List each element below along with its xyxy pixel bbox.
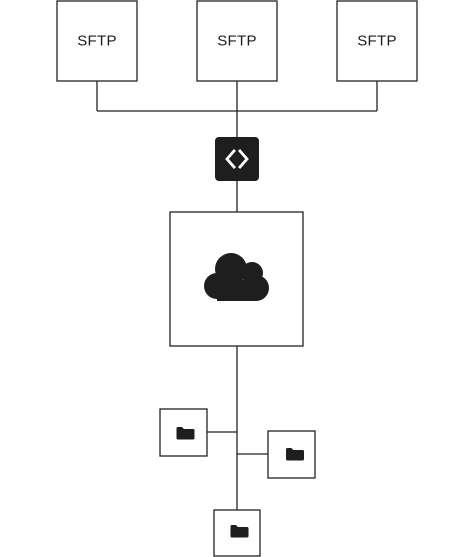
sftp-node[interactable]: SFTP <box>336 0 418 82</box>
sftp-node[interactable]: SFTP <box>196 0 278 82</box>
cloud-icon <box>204 253 269 301</box>
cloud-node[interactable] <box>169 211 304 347</box>
folder-icon <box>230 525 249 538</box>
sftp-node[interactable]: SFTP <box>56 0 138 82</box>
folder-icon <box>286 448 304 461</box>
gateway-box <box>215 137 259 181</box>
gateway-node[interactable] <box>215 137 259 181</box>
folder-node[interactable] <box>267 430 316 479</box>
folder-node[interactable] <box>213 509 261 557</box>
connectors <box>96 81 378 510</box>
folder-icon <box>176 427 195 440</box>
sftp-node-label: SFTP <box>357 33 397 50</box>
sftp-node-label: SFTP <box>217 33 257 50</box>
code-diamond-icon <box>225 149 249 169</box>
folder-node[interactable] <box>159 408 208 457</box>
sftp-node-label: SFTP <box>77 33 117 50</box>
